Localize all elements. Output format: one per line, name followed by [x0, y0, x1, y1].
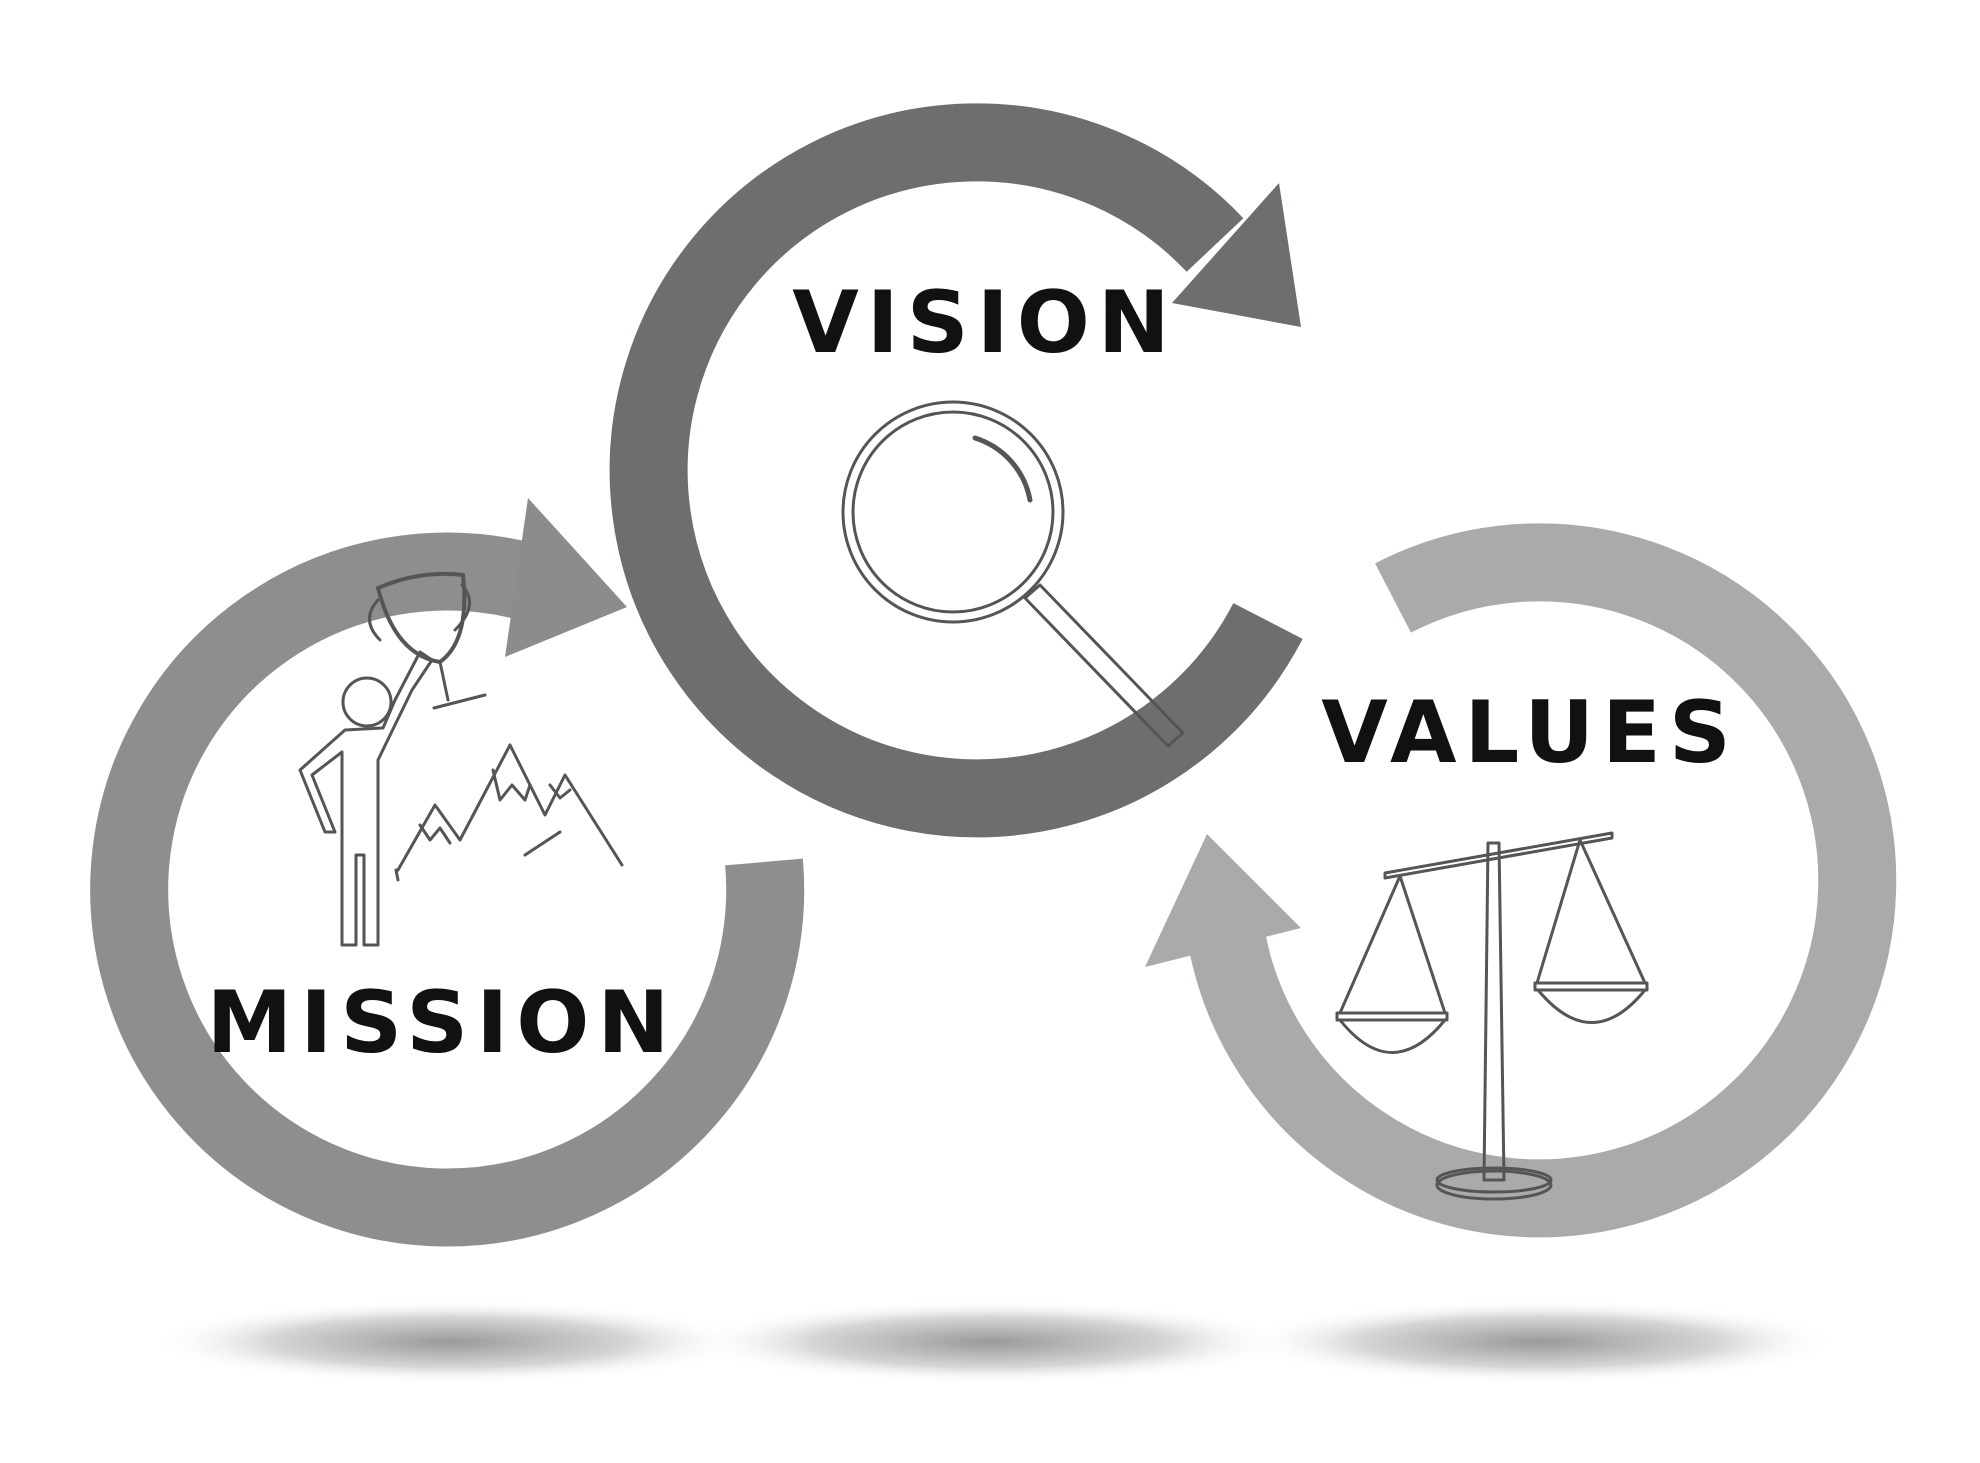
values-cycle-arrow	[1145, 523, 1897, 1238]
values-label: VALUES	[1321, 683, 1739, 783]
magnifying-glass-icon	[841, 400, 1185, 748]
person-trophy-mountains-icon	[298, 571, 624, 947]
shadow-vision	[690, 1300, 1290, 1384]
shadow-values	[1240, 1300, 1840, 1384]
shadow-mission	[150, 1300, 750, 1384]
mission-cycle-arrow	[90, 498, 805, 1247]
vision-label: VISION	[792, 273, 1178, 373]
mission-label: MISSION	[207, 973, 678, 1073]
balance-scale-icon	[1335, 831, 1649, 1201]
vision-cycle-arrow	[609, 103, 1303, 838]
